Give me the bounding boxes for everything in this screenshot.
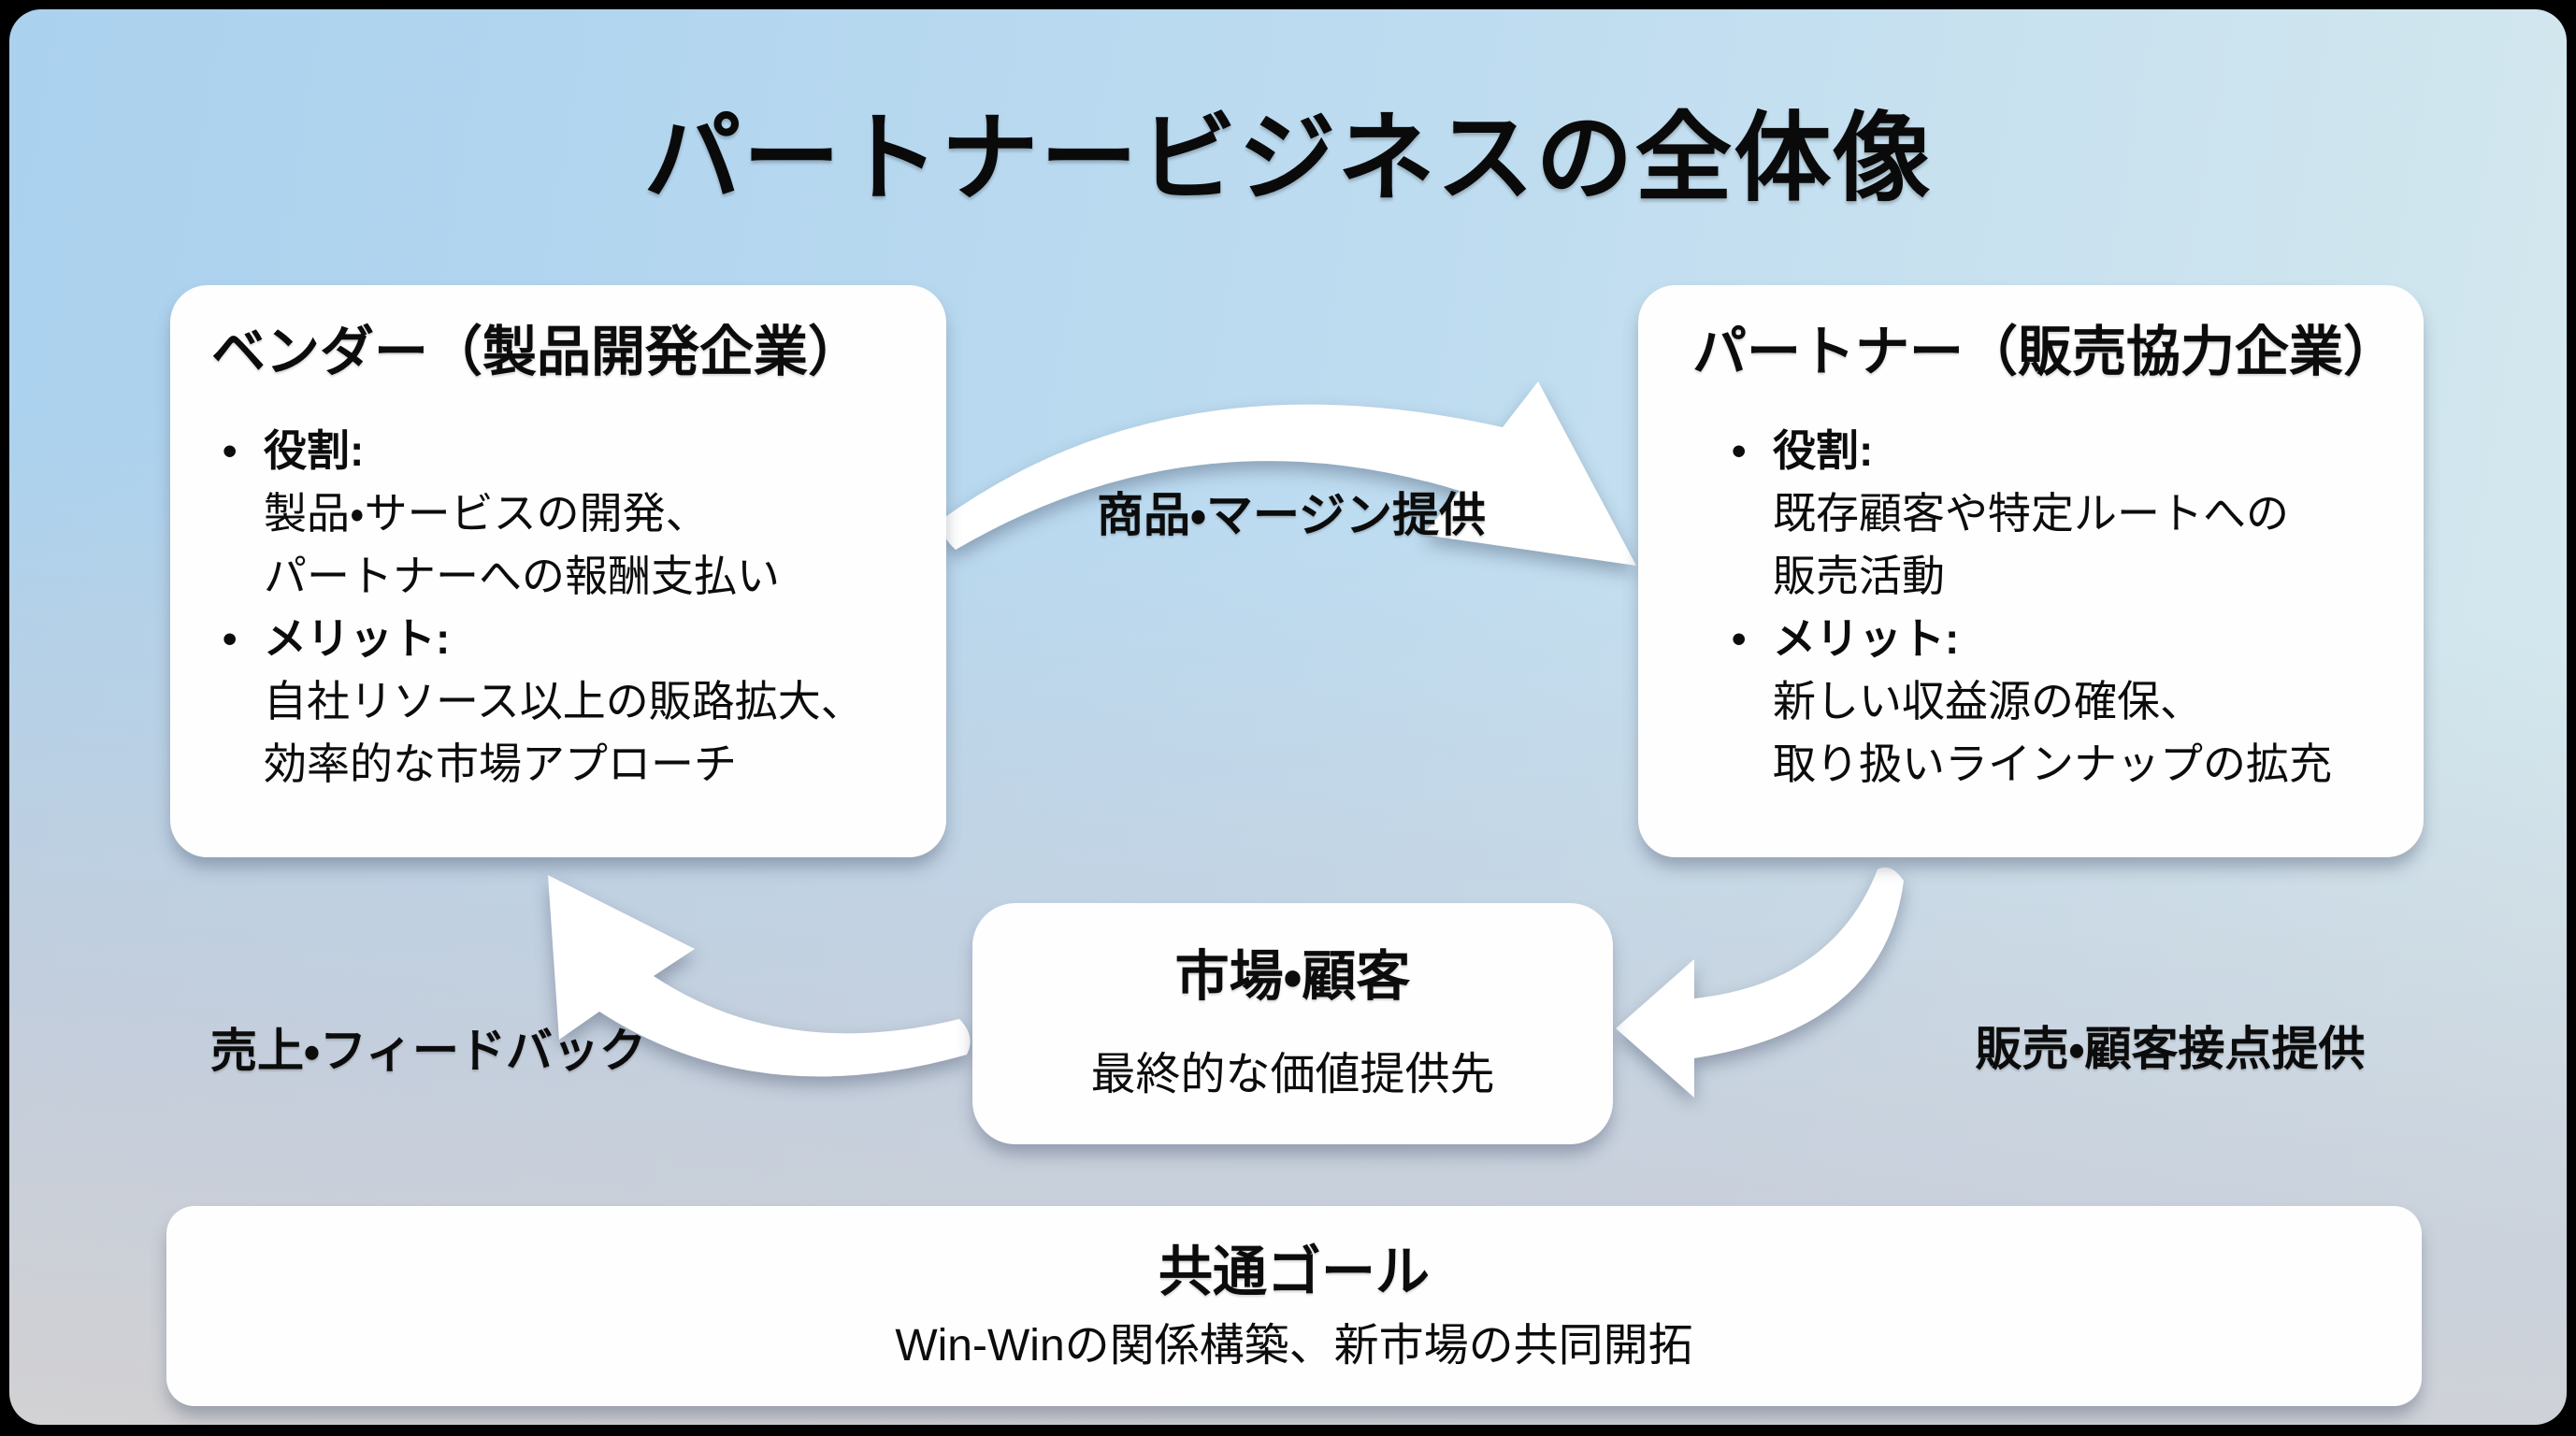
bullet-line: パートナーへの報酬支払い — [264, 552, 780, 600]
bullet-line: 既存顧客や特定ルートへの — [1773, 489, 2289, 538]
bullet-label: メリット: — [264, 614, 451, 663]
bullet-line: 新しい収益源の確保、 — [1773, 677, 2203, 725]
arrow-label-market-to-vendor: 売上・フィードバック — [210, 1025, 646, 1077]
goal-box: 共通ゴール Win-Winの関係構築、新市場の共同開拓 — [166, 1206, 2422, 1406]
arrow-label-partner-to-market: 販売・顧客接点提供 — [1975, 1023, 2366, 1075]
bullet-label: 役割: — [1773, 426, 1874, 475]
market-box-subtitle: 最終的な価値提供先 — [1090, 1050, 1495, 1099]
bullet-label: メリット: — [1773, 614, 1960, 663]
list-item: • メリット: 新しい収益源の確保、 取り扱いラインナップの拡充 — [1732, 608, 2405, 796]
page-title: パートナービジネスの全体像 — [643, 105, 1933, 213]
arrow-partner-to-market-icon — [1616, 867, 1904, 1098]
vendor-box: ベンダー（製品開発企業） • 役割: 製品・サービスの開発、 パートナーへの報酬… — [170, 285, 946, 857]
vendor-box-title: ベンダー（製品開発企業） — [211, 322, 863, 382]
market-box: 市場・顧客 最終的な価値提供先 — [972, 903, 1613, 1144]
goal-box-title: 共通ゴール — [1158, 1242, 1430, 1302]
list-item: • 役割: 既存顧客や特定ルートへの 販売活動 — [1732, 420, 2405, 608]
diagram-canvas: パートナービジネスの全体像 ベンダー（製品開発企業） • 役割: 製品・サービス… — [9, 9, 2567, 1425]
arrow-label-vendor-to-partner: 商品・マージン提供 — [1097, 489, 1486, 541]
bullet-line: 取り扱いラインナップの拡充 — [1773, 740, 2332, 788]
bullet-dot: • — [223, 428, 237, 474]
list-item: • メリット: 自社リソース以上の販路拡大、 効率的な市場アプローチ — [223, 608, 922, 796]
bullet-line: 製品・サービスの開発、 — [264, 489, 709, 538]
partner-box: パートナー（販売協力企業） • 役割: 既存顧客や特定ルートへの 販売活動 • … — [1638, 285, 2424, 857]
bullet-dot: • — [1732, 616, 1747, 662]
bullet-dot: • — [223, 616, 237, 662]
bullet-line: 販売活動 — [1773, 552, 1945, 600]
bullet-line: 効率的な市場アプローチ — [264, 740, 737, 788]
partner-box-title: パートナー（販売協力企業） — [1692, 322, 2398, 382]
bullet-dot: • — [1732, 428, 1747, 474]
list-item: • 役割: 製品・サービスの開発、 パートナーへの報酬支払い — [223, 420, 922, 608]
bullet-label: 役割: — [264, 426, 365, 475]
goal-box-subtitle: Win-Winの関係構築、新市場の共同開拓 — [895, 1321, 1693, 1371]
partner-bullet-list: • 役割: 既存顧客や特定ルートへの 販売活動 • メリット: 新しい収益源の確… — [1732, 420, 2405, 796]
market-box-title: 市場・顧客 — [1174, 946, 1411, 1007]
bullet-line: 自社リソース以上の販路拡大、 — [264, 677, 864, 725]
vendor-bullet-list: • 役割: 製品・サービスの開発、 パートナーへの報酬支払い • メリット: 自… — [223, 420, 922, 796]
